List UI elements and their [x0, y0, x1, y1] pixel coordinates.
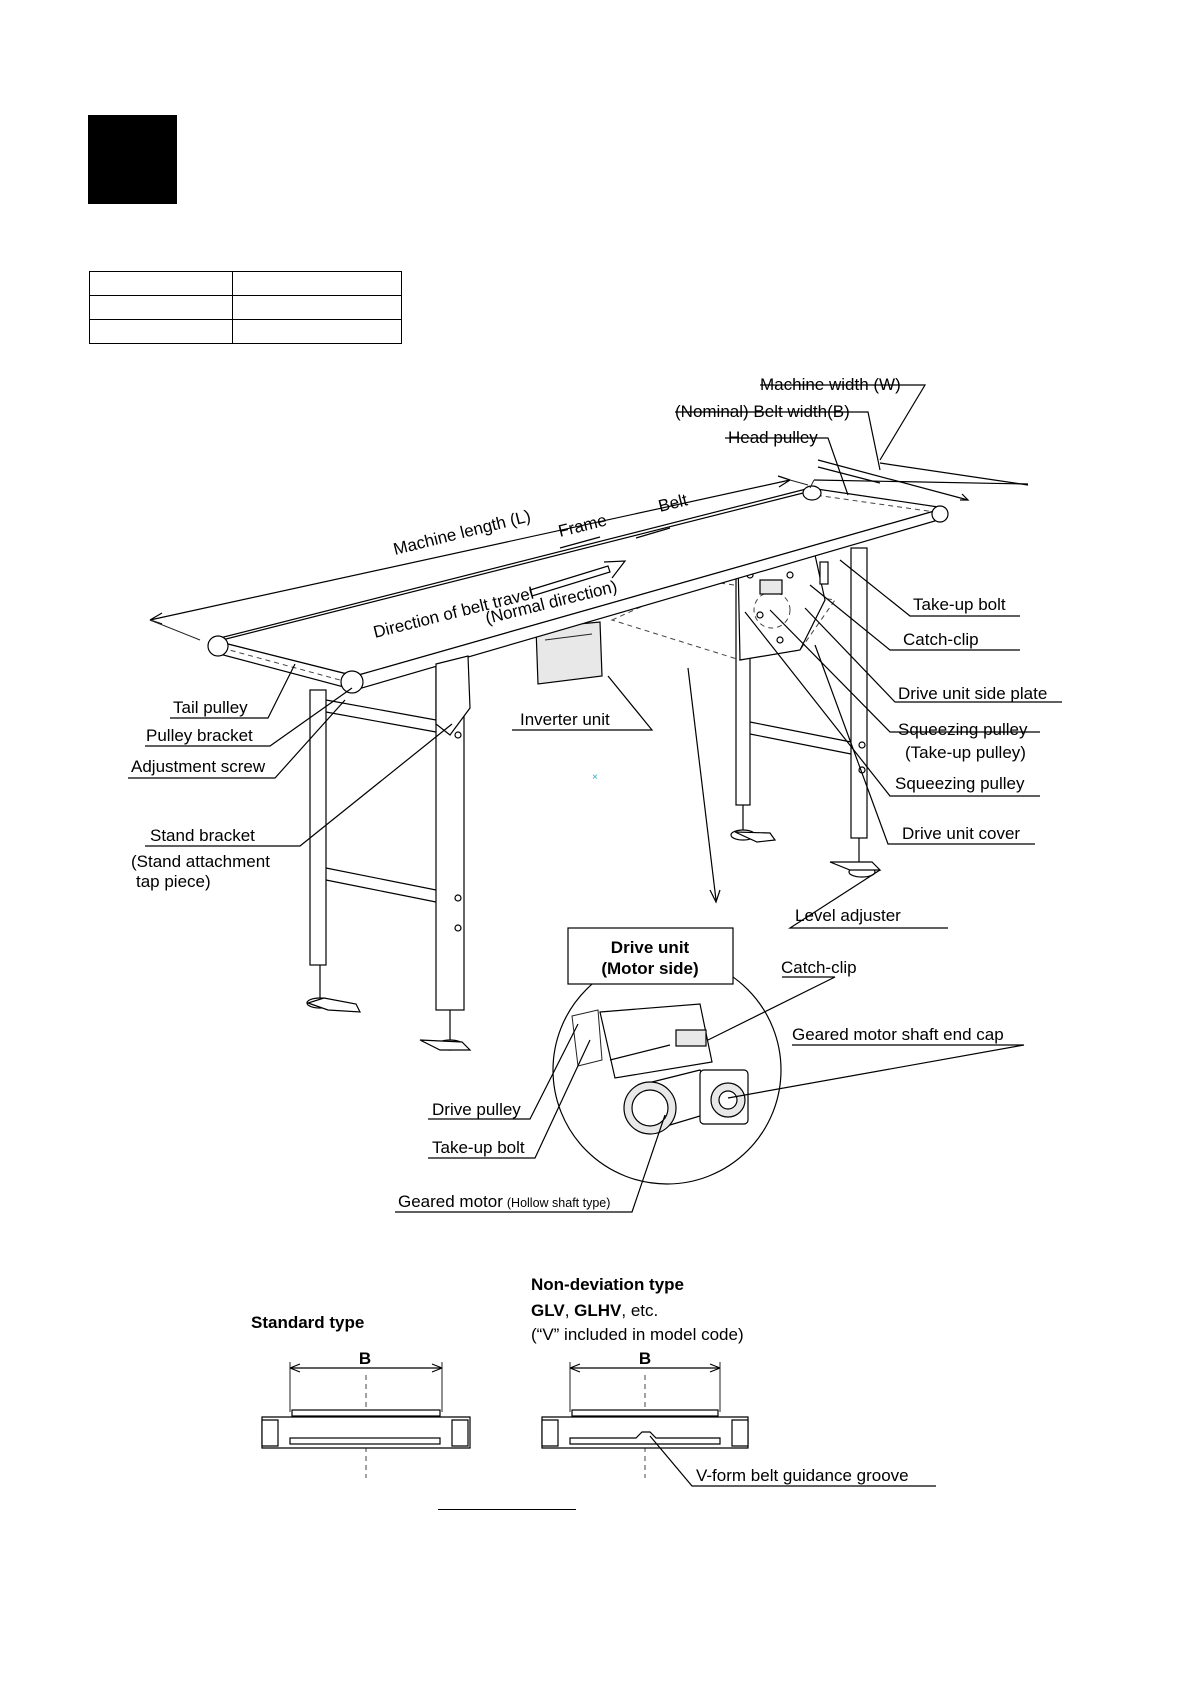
- conveyor-drawing: [207, 485, 949, 1051]
- level-adjuster-feet: [306, 805, 882, 1051]
- label-machine-width: Machine width (W): [760, 375, 901, 394]
- label-tail-pulley: Tail pulley: [173, 698, 248, 717]
- standard-type-section: Standard type B: [251, 1313, 471, 1478]
- label-drive-unit-cover: Drive unit cover: [902, 824, 1020, 843]
- label-pulley-bracket: Pulley bracket: [146, 726, 253, 745]
- info-table: [89, 271, 402, 344]
- label-take-up-bolt: Take-up bolt: [913, 595, 1006, 614]
- inset-shaft-end-cap-label: Geared motor shaft end cap: [792, 1025, 1004, 1044]
- marker-glyph: ×: [592, 772, 598, 783]
- table-row: [89, 319, 402, 344]
- label-stand-attachment: (Stand attachment: [131, 852, 270, 871]
- label-head-pulley: Head pulley: [728, 428, 818, 447]
- leader-lines: [128, 384, 1062, 929]
- stand-bracket: [435, 655, 471, 736]
- label-squeezing-pulley-takeup: Squeezing pulley: [898, 720, 1028, 739]
- label-tap-piece: tap piece): [136, 872, 211, 891]
- label-adjustment-screw: Adjustment screw: [131, 757, 266, 776]
- label-squeezing-pulley: Squeezing pulley: [895, 774, 1025, 793]
- non-deviation-section: Non-deviation type GLV, GLHV, etc. (“V” …: [531, 1275, 936, 1487]
- standard-type-title: Standard type: [251, 1313, 364, 1332]
- label-level-adjuster: Level adjuster: [795, 906, 901, 925]
- standard-b-label: B: [359, 1349, 371, 1368]
- table-cell: [89, 319, 233, 344]
- drive-unit-inset: Drive unit (Motor side) Catch-clip Geare…: [395, 927, 1025, 1213]
- label-inverter-unit: Inverter unit: [520, 710, 610, 729]
- nondev-note: (“V” included in model code): [531, 1325, 744, 1344]
- inset-side-plate: [599, 1003, 713, 1079]
- inset-geared-motor-label: Geared motor(Hollow shaft type): [398, 1192, 610, 1211]
- separator-line: [438, 1509, 576, 1510]
- tail-pulley-front: [340, 670, 364, 694]
- inset-catch-clip-label: Catch-clip: [781, 958, 857, 977]
- label-stand-bracket: Stand bracket: [150, 826, 255, 845]
- table-cell: [232, 295, 402, 320]
- label-takeup-pulley: (Take-up pulley): [905, 743, 1026, 762]
- nondev-models: GLV, GLHV, etc.: [531, 1301, 658, 1320]
- table-cell: [232, 319, 402, 344]
- inset-drive-pulley-label: Drive pulley: [432, 1100, 521, 1119]
- inset-title: Drive unit: [611, 938, 690, 957]
- table-row: [89, 271, 402, 296]
- nondev-b-label: B: [639, 1349, 651, 1368]
- label-catch-clip: Catch-clip: [903, 630, 979, 649]
- table-cell: [232, 271, 402, 296]
- tail-pulley: [207, 635, 229, 657]
- inset-catch-clip: [675, 1029, 707, 1047]
- dimension-lines: [149, 459, 1029, 641]
- label-belt: Belt: [656, 490, 689, 516]
- section-number-box: [88, 115, 177, 204]
- nondev-title: Non-deviation type: [531, 1275, 684, 1294]
- label-frame: Frame: [556, 511, 608, 541]
- inset-subtitle: (Motor side): [601, 959, 698, 978]
- label-drive-unit-side-plate: Drive unit side plate: [898, 684, 1047, 703]
- inset-take-up-bolt-label: Take-up bolt: [432, 1138, 525, 1157]
- head-pulley: [802, 485, 822, 501]
- inset-drive-pulley: [571, 1009, 603, 1067]
- label-machine-length: Machine length (L): [391, 506, 532, 559]
- table-cell: [89, 271, 233, 296]
- label-belt-width: (Nominal) Belt width(B): [675, 402, 850, 421]
- v-groove-label: V-form belt guidance groove: [696, 1466, 909, 1485]
